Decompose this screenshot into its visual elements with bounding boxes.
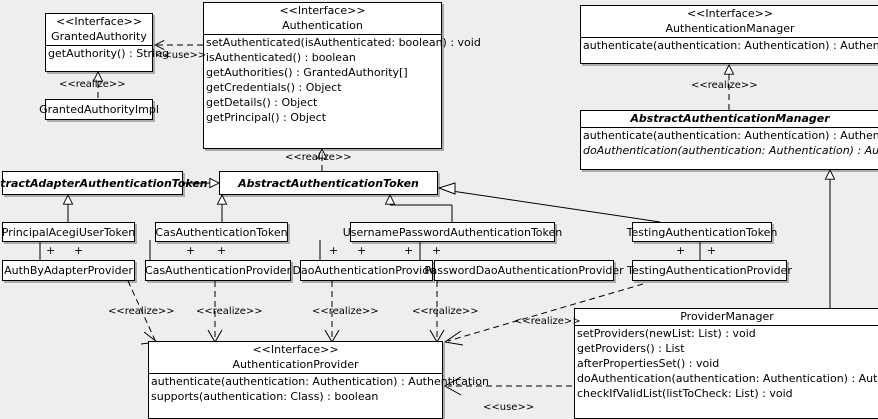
testing-authentication-provider-name: TestingAuthenticationProvider [627,264,792,277]
abstract-authentication-manager-name: AbstractAuthenticationManager [630,112,830,125]
class-cas-authentication-provider[interactable]: CasAuthenticationProvider [145,260,291,281]
testing-authentication-token-name: TestingAuthenticationToken [626,225,778,239]
member: setProviders(newList: List) : void [577,327,756,340]
multiplicity-plus: + [46,244,56,257]
multiplicity-plus: + [217,244,227,257]
class-dao-authentication-provider[interactable]: DaoAuthenticationProvider [293,260,441,281]
member: afterPropertiesSet() : void [577,357,720,370]
member: getCredentials() : Object [206,81,342,94]
multiplicity-plus: + [74,244,84,257]
multiplicity-plus: + [186,244,196,257]
edge-label-realize-abstract-token-authentication: <<realize>> [285,152,352,163]
class-auth-by-adapter-provider[interactable]: AuthByAdapterProvider [2,260,135,281]
authentication-name: Authentication [282,19,363,32]
class-abstract-authentication-token[interactable]: AbstractAuthenticationToken [219,171,438,195]
provider-manager-name: ProviderManager [680,310,774,323]
multiplicity-plus: + [707,244,717,257]
divider [204,34,441,35]
class-granted-authority[interactable]: <<Interface>> GrantedAuthority getAuthor… [45,13,170,72]
class-abstract-adapter-authentication-token[interactable]: AbstractAdapterAuthenticationToken [0,171,208,195]
multiplicity-plus: + [329,244,339,257]
member: getProviders() : List [577,342,685,355]
abstract-adapter-authentication-token-name: AbstractAdapterAuthenticationToken [0,176,208,190]
member: doAuthentication(authentication: Authent… [583,144,878,157]
granted-authority-impl-name: GrantedAuthorityImpl [39,103,159,116]
multiplicity-plus: + [404,244,414,257]
class-username-password-authentication-token[interactable]: UsernamePasswordAuthenticationToken [343,222,562,242]
member: getDetails() : Object [206,96,318,109]
abstract-authentication-token-name: AbstractAuthenticationToken [238,176,419,190]
authentication-manager-members: authenticate(authentication: Authenticat… [581,38,878,53]
authentication-members: setAuthenticated(isAuthenticated: boolea… [204,35,481,125]
member: getPrincipal() : Object [206,111,327,124]
class-authentication[interactable]: <<Interface>> Authentication setAuthenti… [203,2,481,149]
principal-acegi-user-token-name: PrincipalAcegiUserToken [1,225,136,239]
edge-label-realize-password-dao-authentication-provider: <<realize>> [412,306,479,317]
member: authenticate(authentication: Authenticat… [583,129,878,142]
authentication-stereotype: <<Interface>> [279,4,366,17]
cas-authentication-token-name: CasAuthenticationToken [155,225,288,239]
member: authenticate(authentication: Authenticat… [583,39,878,52]
granted-authority-name: GrantedAuthority [51,30,147,43]
authentication-provider-name: AuthenticationProvider [232,358,359,371]
class-testing-authentication-provider[interactable]: TestingAuthenticationProvider [627,260,792,281]
auth-by-adapter-provider-name: AuthByAdapterProvider [4,264,133,277]
member: doAuthentication(authentication: Authent… [577,372,878,385]
class-principal-acegi-user-token[interactable]: PrincipalAcegiUserToken [2,222,135,242]
class-authentication-provider[interactable]: <<Interface>> AuthenticationProvider aut… [148,341,489,419]
multiplicity-plus: + [432,244,442,257]
abstract-authentication-manager-members: authenticate(authentication: Authenticat… [581,128,878,158]
divider [581,37,878,38]
divider [46,45,152,46]
divider [581,127,878,128]
authentication-provider-stereotype: <<Interface>> [252,343,339,356]
authentication-provider-members: authenticate(authentication: Authenticat… [149,374,489,404]
provider-manager-members: setProviders(newList: List) : void getPr… [575,326,878,401]
edge-label-realize-auth-by-adapter-provider: <<realize>> [108,306,175,317]
member: isAuthenticated() : boolean [206,51,356,64]
granted-authority-stereotype: <<Interface>> [55,15,143,28]
member: setAuthenticated(isAuthenticated: boolea… [206,36,481,49]
member: getAuthorities() : GrantedAuthority[] [206,66,408,79]
class-password-dao-authentication-provider[interactable]: PasswordDaoAuthenticationProvider [424,260,624,281]
edge-label-realize-cas-authentication-provider: <<realize>> [196,306,263,317]
member: getAuthority() : String [48,47,170,60]
divider [575,325,878,326]
edge-label-realize-testing-authentication-provider: <<realize>> [514,316,581,327]
class-provider-manager[interactable]: ProviderManager setProviders(newList: Li… [574,308,878,419]
edge-label-realize-granted-authority-impl: <<realize>> [59,79,126,90]
cas-authentication-provider-name: CasAuthenticationProvider [144,264,292,277]
edge-label-realize-abstract-authentication-manager: <<realize>> [691,80,758,91]
edge-label-use-authentication-granted-authority: <<use>> [155,50,207,61]
member: checkIfValidList(listToCheck: List) : vo… [577,387,793,400]
authentication-manager-stereotype: <<Interface>> [686,7,774,20]
edge-label-realize-dao-authentication-provider: <<realize>> [312,306,379,317]
divider [149,373,442,374]
username-password-authentication-token-name: UsernamePasswordAuthenticationToken [342,225,563,239]
class-granted-authority-impl[interactable]: GrantedAuthorityImpl [39,99,159,120]
password-dao-authentication-provider-name: PasswordDaoAuthenticationProvider [424,264,624,277]
multiplicity-plus: + [676,244,686,257]
authentication-manager-name: AuthenticationManager [665,22,795,35]
class-cas-authentication-token[interactable]: CasAuthenticationToken [155,222,288,242]
granted-authority-members: getAuthority() : String [46,46,170,61]
member: authenticate(authentication: Authenticat… [151,375,489,388]
edge-label-use-provider-manager: <<use>> [483,402,535,413]
class-testing-authentication-token[interactable]: TestingAuthenticationToken [627,222,777,242]
class-authentication-manager[interactable]: <<Interface>> AuthenticationManager auth… [580,5,878,64]
member: supports(authentication: Class) : boolea… [151,390,379,403]
dao-authentication-provider-name: DaoAuthenticationProvider [292,264,441,277]
class-abstract-authentication-manager[interactable]: AbstractAuthenticationManager authentica… [580,110,878,170]
multiplicity-plus: + [357,244,367,257]
